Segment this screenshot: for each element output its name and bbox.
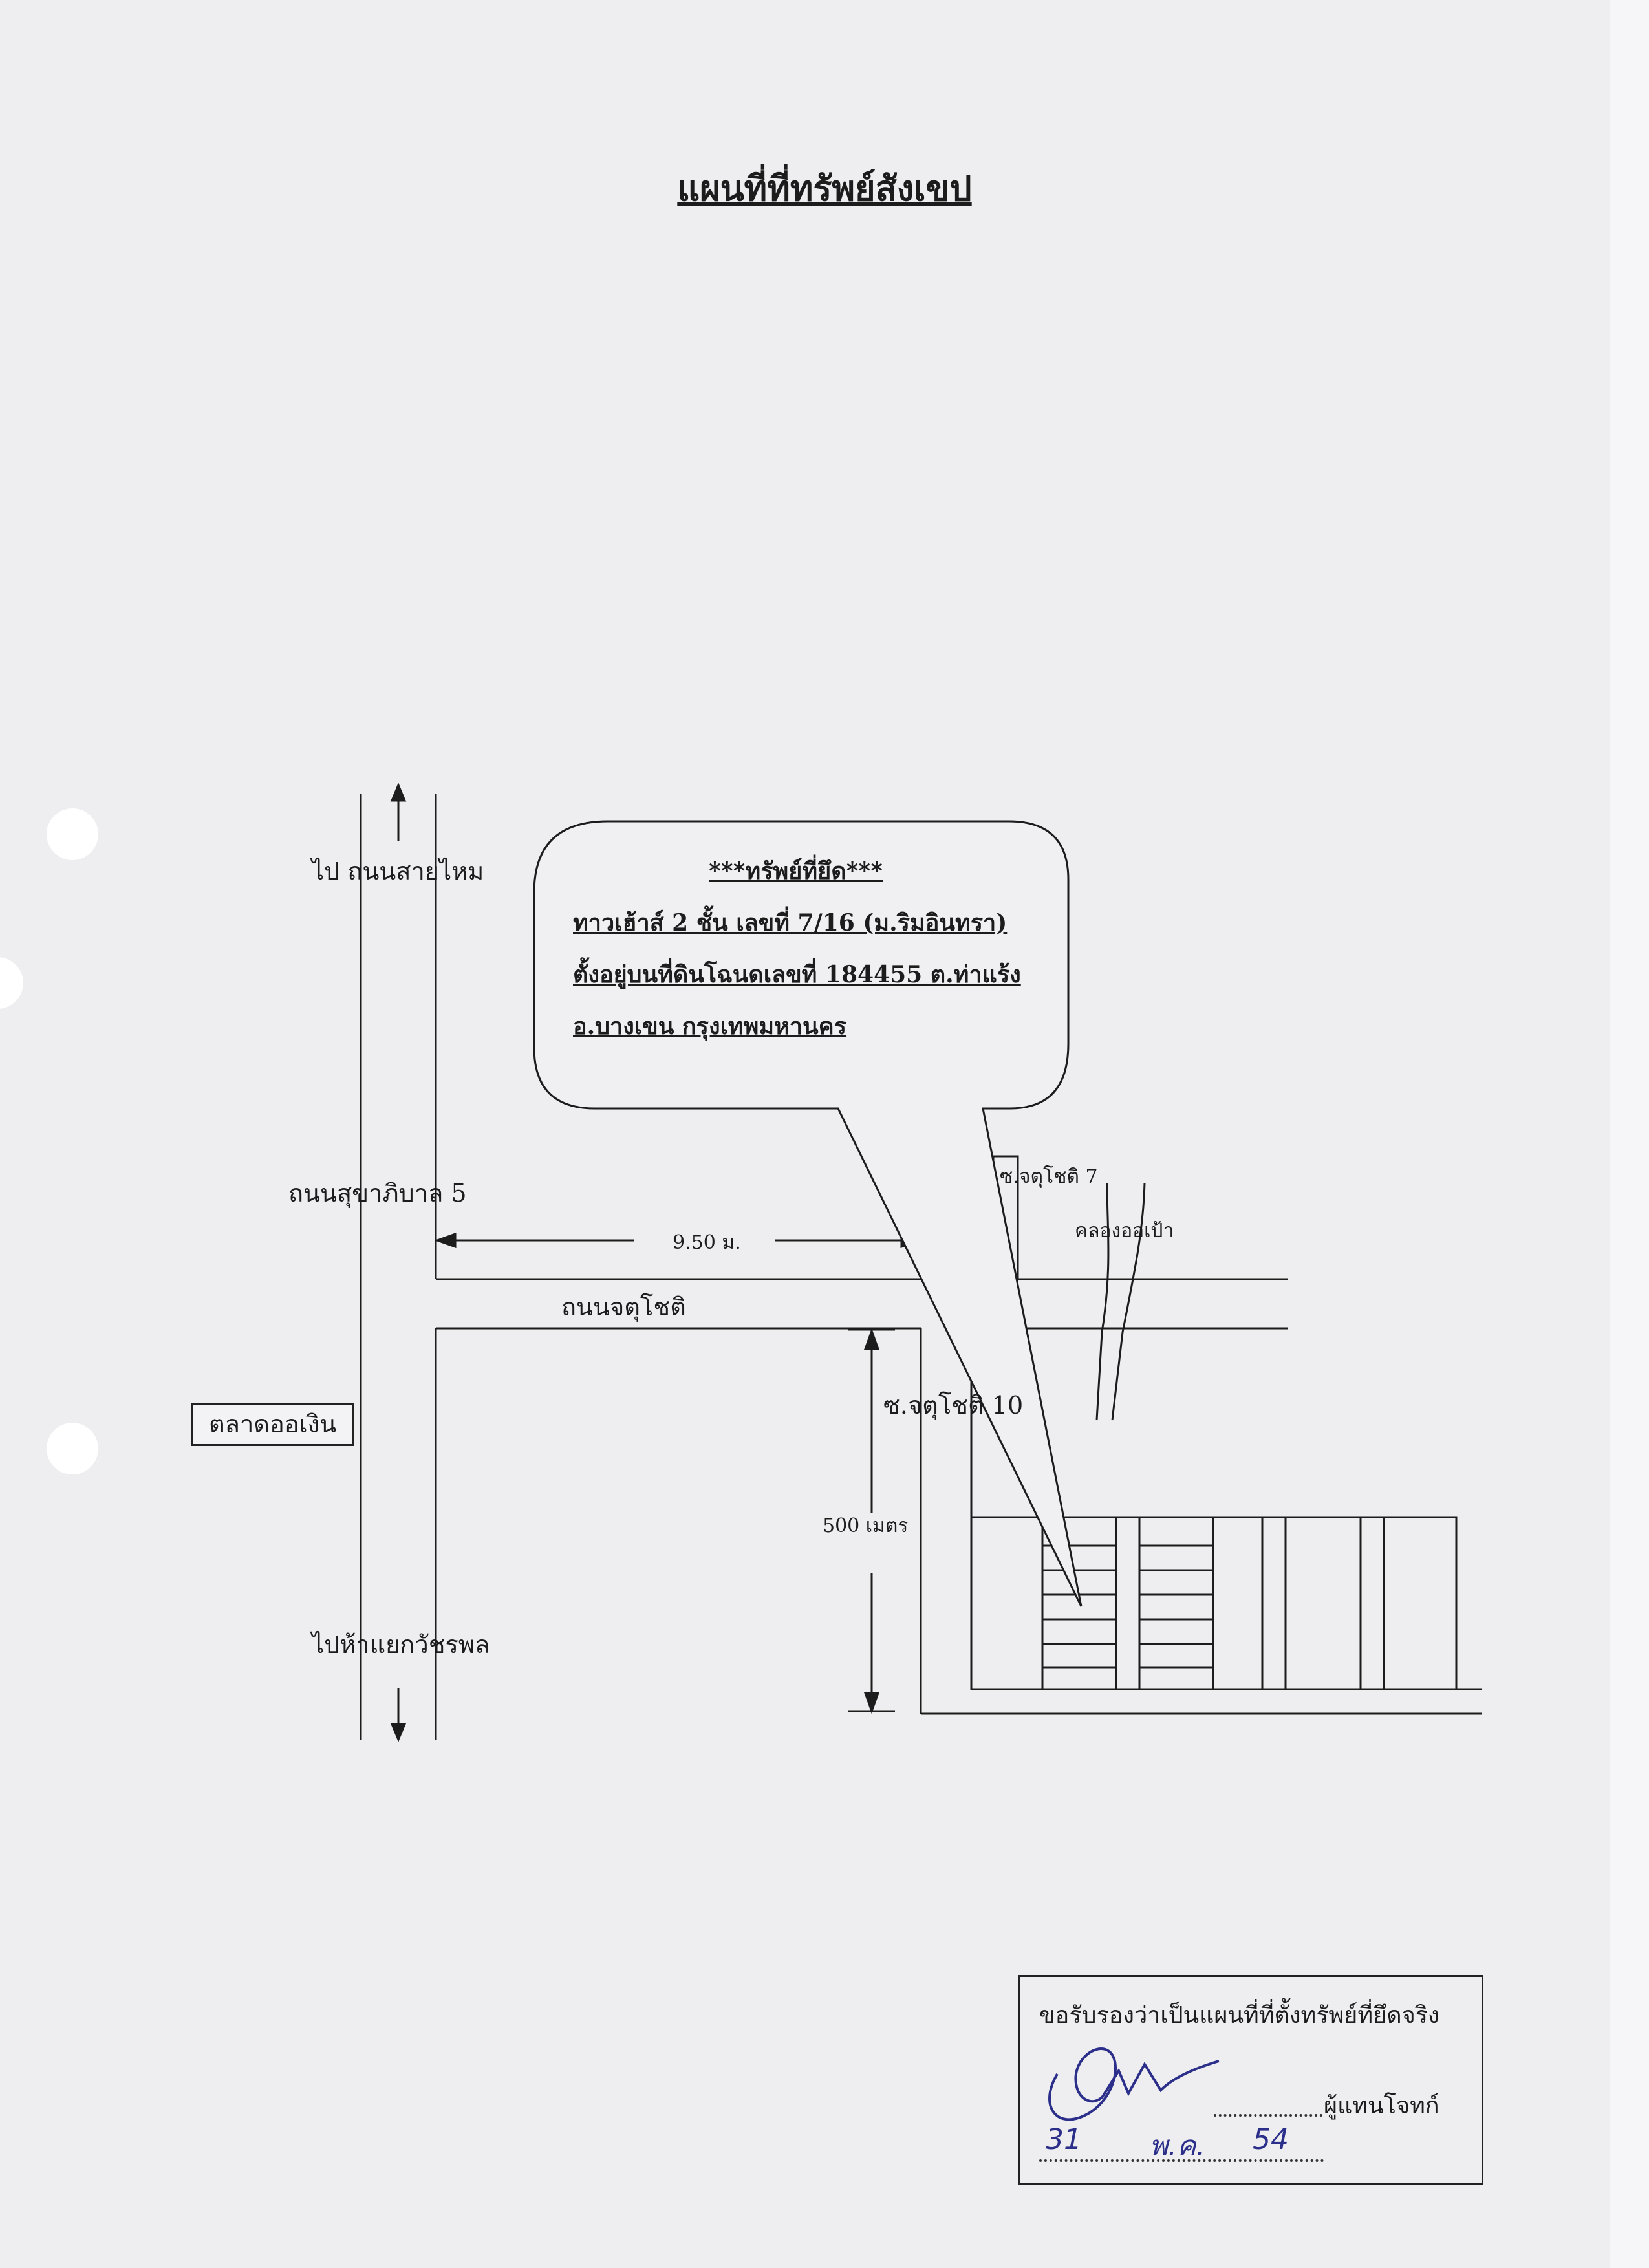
- townhouse-units-b: [1138, 1516, 1214, 1690]
- canal-west-bank: [1095, 1183, 1110, 1421]
- townhouse-units-a: [1041, 1516, 1117, 1690]
- arrow-north-icon: [390, 783, 407, 841]
- certification-statement: ขอรับรองว่าเป็นแผนที่ที่ตั้งทรัพย์ที่ยึด…: [1039, 2002, 1439, 2029]
- label-to-watcharaphon: ไปห้าแยกวัชรพล: [312, 1630, 490, 1659]
- date-month: พ.ค.: [1149, 2130, 1205, 2163]
- certification-role: ผู้แทนโจทก์: [1324, 2093, 1439, 2119]
- signature-icon: [1048, 2047, 1220, 2121]
- label-sukhaphiban-5: ถนนสุขาภิบาล 5: [288, 1179, 467, 1207]
- townhouse-block: [970, 1516, 1458, 1690]
- paper-edge: [1610, 0, 1649, 2268]
- page-title: แผนที่ที่ทรัพย์สังเขป: [677, 167, 972, 209]
- punch-hole-bottom: [47, 1423, 98, 1474]
- market-landmark: ตลาดออเงิน: [191, 1403, 354, 1446]
- date-day: 31: [1046, 2123, 1082, 2156]
- signature-line: [1214, 2114, 1322, 2117]
- label-width: 9.50 ม.: [673, 1231, 741, 1254]
- label-soi-10: ซ.จตุโชติ 10: [883, 1391, 1024, 1420]
- date-line: [1039, 2159, 1324, 2162]
- certification-box: ขอรับรองว่าเป็นแผนที่ที่ตั้งทรัพย์ที่ยึด…: [1018, 1975, 1483, 2185]
- length-dimension: [848, 1328, 895, 1714]
- callout-line-1: ทาวเฮ้าส์ 2 ชั้น เลขที่ 7/16 (ม.ริมอินทร…: [573, 909, 1008, 936]
- label-chatuchot-road: ถนนจตุโชติ: [561, 1293, 686, 1321]
- canal-east-bank: [1111, 1183, 1146, 1421]
- label-soi-7: ซ.จตุโชติ 7: [1000, 1165, 1098, 1188]
- punch-hole-top: [47, 808, 98, 860]
- date-year: 54: [1253, 2123, 1289, 2156]
- callout-line-2: ตั้งอยู่บนที่ดินโฉนดเลขที่ 184455 ต.ท่าแ…: [573, 961, 1021, 988]
- seized-property-callout: [533, 820, 1083, 1607]
- label-to-sai-mai: ไป ถนนสายไหม: [312, 857, 484, 885]
- label-canal: คลองออเป้า: [1075, 1220, 1174, 1242]
- callout-line-3: อ.บางเขน กรุงเทพมหานคร: [573, 1013, 847, 1040]
- callout-heading: ***ทรัพย์ที่ยึด***: [709, 858, 883, 885]
- arrow-south-icon: [390, 1688, 407, 1742]
- label-length: 500 เมตร: [823, 1515, 909, 1537]
